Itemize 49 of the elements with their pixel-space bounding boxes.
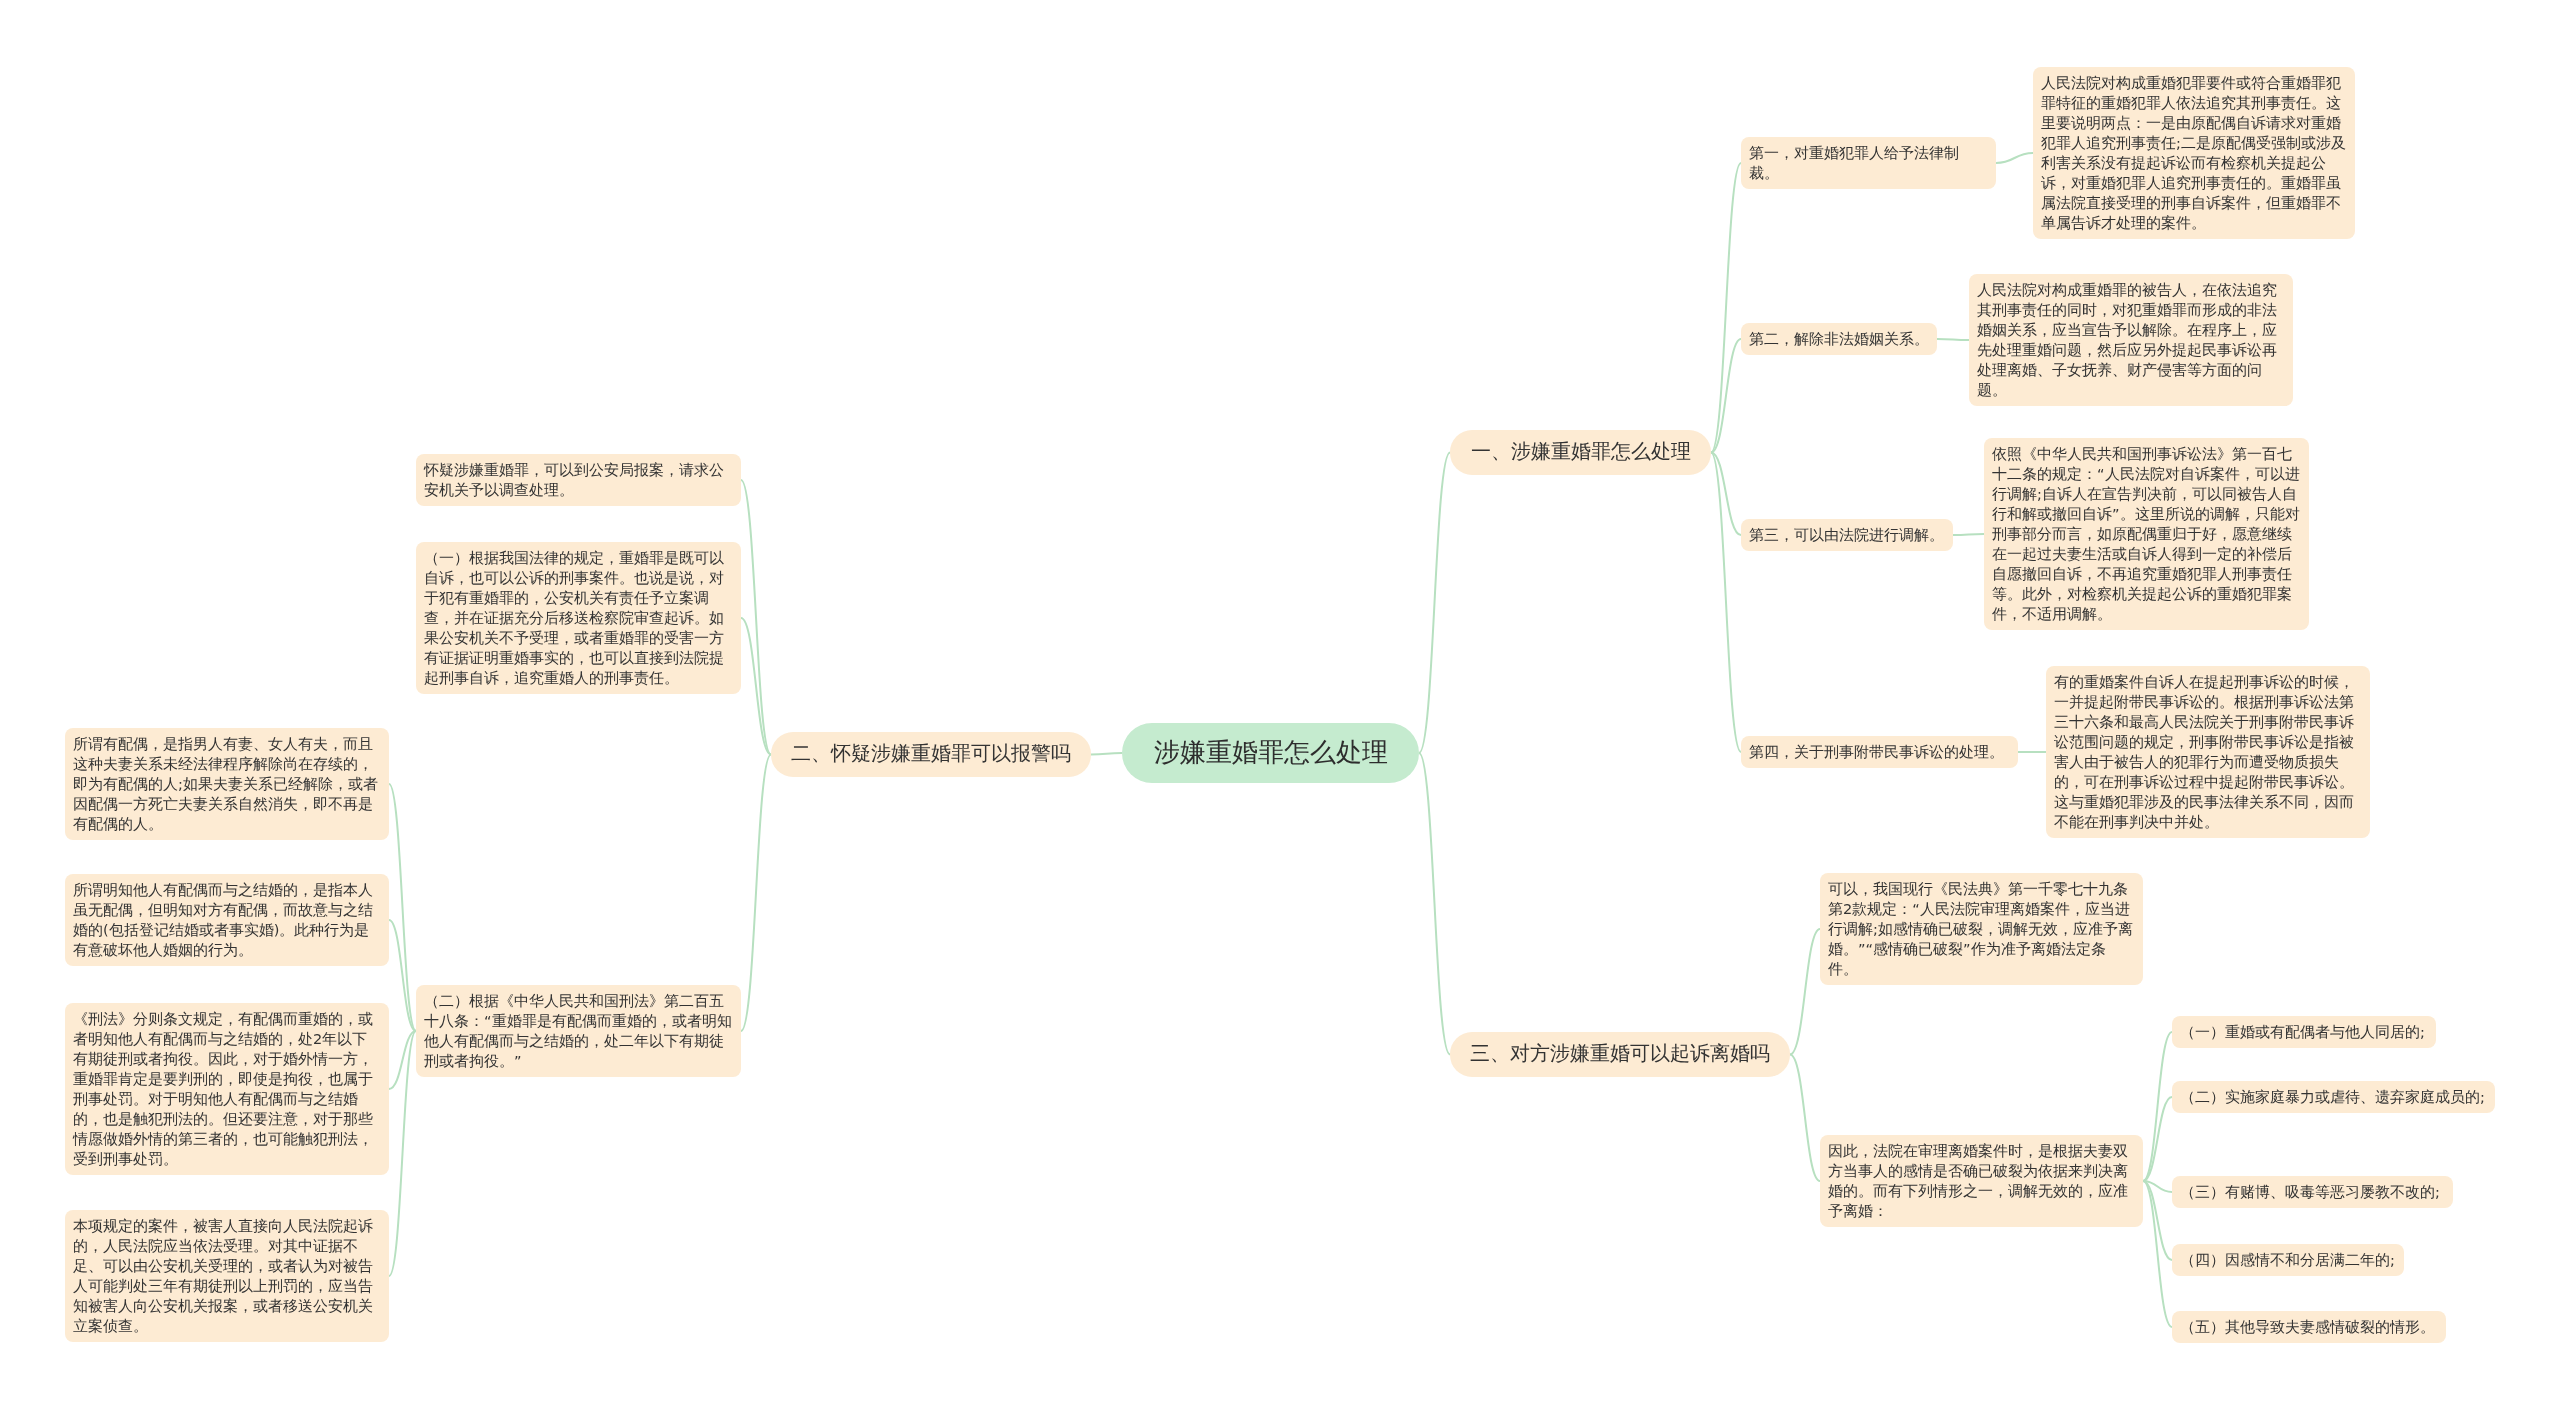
branch-topic: 一、涉嫌重婚罪怎么处理 bbox=[1450, 430, 1711, 475]
text-card: 本项规定的案件，被害人直接向人民法院起诉的，人民法院应当依法受理。对其中证据不足、可以由公安机关受理的，或者认为对被告人可能判处三年有期徒刑以上刑罚的，应当告知被害人向公安机关报案，或者移送公安机关立案侦查。 bbox=[65, 1210, 389, 1342]
connector-line bbox=[1090, 751, 1123, 756]
connector-line bbox=[1710, 162, 1742, 454]
central-topic: 涉嫌重婚罪怎么处理 bbox=[1122, 723, 1419, 783]
text-card: 《刑法》分则条文规定，有配偶而重婚的，或者明知他人有配偶而与之结婚的，处2年以下有期徒刑或者拘役。因此，对于婚外情一方，重婚罪肯定是要判刑的，即使是拘役，也属于刑事处罚。对于明知他人有配偶而与之结婚的，也是触犯刑法的。但还要注意，对于那些情愿做婚外情的第三者的，也可能触犯刑法，受到刑事处罚。 bbox=[65, 1003, 389, 1175]
connector-line bbox=[1995, 152, 2034, 164]
branch-topic: 二、怀疑涉嫌重婚罪可以报警吗 bbox=[771, 732, 1091, 777]
text-card: （四）因感情不和分居满二年的; bbox=[2172, 1244, 2404, 1276]
connector-line bbox=[2142, 1180, 2173, 1328]
text-card: 怀疑涉嫌重婚罪，可以到公安局报案，请求公安机关予以调查处理。 bbox=[416, 454, 741, 506]
text-card: 依照《中华人民共和国刑事诉讼法》第一百七十二条的规定：“人民法院对自诉案件，可以进行调解;自诉人在宣告判决前，可以同被告人自行和解或撤回自诉”。这里所说的调解，只能对刑事部分而言，如原配偶重归于好，愿意继续在一起过夫妻生活或自诉人得到一定的补偿后自愿撤回自诉，不再追究重婚犯罪人刑事责任等。此外，对检察机关提起公诉的重婚犯罪案件，不适用调解。 bbox=[1984, 438, 2309, 630]
text-card: 有的重婚案件自诉人在提起刑事诉讼的时候，一并提起附带民事诉讼的。根据刑事诉讼法第三十六条和最高人民法院关于刑事附带民事诉讼范围问题的规定，刑事附带民事诉讼是指被害人由于被告人的犯罪行为而遭受物质损失的，可在刑事诉讼过程中提起附带民事诉讼。这与重婚犯罪涉及的民事法律关系不同，因而不能在刑事判决中并处。 bbox=[2046, 666, 2370, 838]
text-card: 所谓有配偶，是指男人有妻、女人有夫，而且这种夫妻关系未经法律程序解除尚在存续的，即为有配偶的人;如果夫妻关系已经解除，或者因配偶一方死亡夫妻关系自然消失，即不再是有配偶的人。 bbox=[65, 728, 389, 840]
connector-line bbox=[388, 783, 417, 1032]
branch-topic: 三、对方涉嫌重婚可以起诉离婚吗 bbox=[1450, 1032, 1790, 1077]
text-card: 第四，关于刑事附带民事诉讼的处理。 bbox=[1741, 736, 2018, 768]
text-card: 人民法院对构成重婚犯罪要件或符合重婚罪犯罪特征的重婚犯罪人依法追究其刑事责任。这里要说明两点：一是由原配偶自诉请求对重婚犯罪人追究刑事责任;二是原配偶受强制或涉及利害关系没有提起诉讼而有检察机关提起公诉，对重婚犯罪人追究刑事责任的。重婚罪虽属法院直接受理的刑事自诉案件，但重婚罪不单属告诉才处理的案件。 bbox=[2033, 67, 2355, 239]
connector-line bbox=[1710, 451, 1742, 536]
text-card: 第一，对重婚犯罪人给予法律制裁。 bbox=[1741, 137, 1996, 189]
text-card: （一）重婚或有配偶者与他人同居的; bbox=[2172, 1016, 2436, 1048]
connector-line bbox=[388, 1030, 417, 1090]
connector-line bbox=[2017, 751, 2047, 753]
connector-line bbox=[1952, 533, 1985, 536]
connector-line bbox=[2142, 1031, 2173, 1182]
text-card: （一）根据我国法律的规定，重婚罪是既可以自诉，也可以公诉的刑事案件。也说是说，对于犯有重婚罪的，公安机关有责任予立案调查，并在证据充分后移送检察院审查起诉。如果公安机关不予受理，或者重婚罪的受害一方有证据证明重婚事实的，也可以直接到法院提起刑事自诉，追究重婚人的刑事责任。 bbox=[416, 542, 741, 694]
text-card: 因此，法院在审理离婚案件时，是根据夫妻双方当事人的感情是否确已破裂为依据来判决离婚的。而有下列情形之一，调解无效的，应准予离婚： bbox=[1820, 1135, 2143, 1227]
connector-line bbox=[740, 617, 772, 756]
connector-line bbox=[388, 919, 417, 1032]
text-card: 可以，我国现行《民法典》第一千零七十九条第2款规定：“人民法院审理离婚案件，应当进行调解;如感情确已破裂，调解无效，应准予离婚。”“感情确已破裂”作为准予离婚法定条件。 bbox=[1820, 873, 2143, 985]
connector-line bbox=[1710, 451, 1742, 753]
text-card: （三）有赌博、吸毒等恶习屡教不改的; bbox=[2172, 1176, 2453, 1208]
text-card: （五）其他导致夫妻感情破裂的情形。 bbox=[2172, 1311, 2446, 1343]
text-card: （二）实施家庭暴力或虐待、遗弃家庭成员的; bbox=[2172, 1081, 2495, 1113]
connector-line bbox=[740, 479, 772, 756]
connector-line bbox=[1789, 1053, 1821, 1182]
connector-line bbox=[2142, 1096, 2173, 1182]
connector-line bbox=[740, 753, 772, 1032]
connector-line bbox=[1936, 338, 1970, 341]
text-card: 第二，解除非法婚姻关系。 bbox=[1741, 323, 1937, 355]
connector-line bbox=[1418, 751, 1451, 1056]
connector-line bbox=[388, 1030, 417, 1277]
text-card: 第三，可以由法院进行调解。 bbox=[1741, 519, 1953, 551]
connector-line bbox=[1710, 338, 1742, 454]
connector-line bbox=[1789, 928, 1821, 1056]
text-card: 人民法院对构成重婚罪的被告人，在依法追究其刑事责任的同时，对犯重婚罪而形成的非法婚姻关系，应当宣告予以解除。在程序上，应先处理重婚问题，然后应另外提起民事诉讼再处理离婚、子女抚养、财产侵害等方面的问题。 bbox=[1969, 274, 2293, 406]
text-card: （二）根据《中华人民共和国刑法》第二百五十八条：“重婚罪是有配偶而重婚的，或者明知他人有配偶而与之结婚的，处二年以下有期徒刑或者拘役。” bbox=[416, 985, 741, 1077]
connector-line bbox=[1418, 451, 1451, 754]
text-card: 所谓明知他人有配偶而与之结婚的，是指本人虽无配偶，但明知对方有配偶，而故意与之结婚的(包括登记结婚或者事实婚)。此种行为是有意破坏他人婚姻的行为。 bbox=[65, 874, 389, 966]
